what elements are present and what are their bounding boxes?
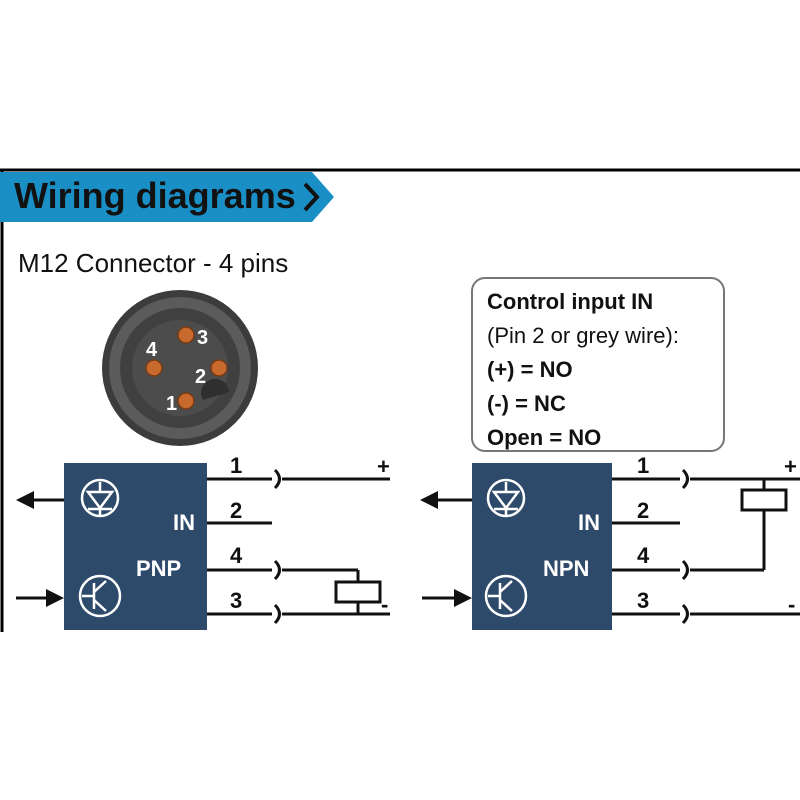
npn-pin-label: 4 <box>637 543 650 568</box>
arrow-left-icon <box>420 491 438 509</box>
pnp-load <box>334 580 382 604</box>
npn-minus-label: - <box>788 592 795 617</box>
npn-plus-label: + <box>784 454 797 479</box>
pin-4-contact <box>145 359 163 377</box>
pnp-minus-label: - <box>381 592 388 617</box>
transistor-icon <box>484 574 528 618</box>
control-box-line: (+) = NO <box>487 357 573 382</box>
pnp-in-label: IN <box>173 510 195 535</box>
npn-pin-label: 2 <box>637 498 649 523</box>
control-box-line: (-) = NC <box>487 391 566 416</box>
connector-title: M12 Connector - 4 pins <box>18 248 289 278</box>
npn-pin-label: 1 <box>637 453 649 478</box>
pnp-pin-label: 1 <box>230 453 242 478</box>
pin-3-contact <box>177 326 195 344</box>
pnp-type-label: PNP <box>136 556 181 581</box>
connector-pin-label: 1 <box>166 393 177 415</box>
npn-pin-label: 3 <box>637 588 649 613</box>
diode-icon <box>486 478 526 518</box>
pnp-wiring: IN PNP 1 2 4 3 + - <box>16 453 390 630</box>
npn-in-label: IN <box>578 510 600 535</box>
control-box-line: Open = NO <box>487 425 602 450</box>
npn-type-label: NPN <box>543 556 589 581</box>
connector-pin-label: 2 <box>195 366 206 388</box>
arrow-right-icon <box>454 589 472 607</box>
header-banner <box>0 172 334 222</box>
connector-pin-label: 4 <box>146 339 158 361</box>
transistor-icon <box>78 574 122 618</box>
npn-load <box>740 488 788 512</box>
pnp-pin-label: 2 <box>230 498 242 523</box>
pnp-pin-label: 3 <box>230 588 242 613</box>
connector-pin-label: 3 <box>197 327 208 349</box>
pnp-plus-label: + <box>377 454 390 479</box>
arrow-left-icon <box>16 491 34 509</box>
pin-2-contact <box>210 359 228 377</box>
npn-sensor-body <box>472 463 612 630</box>
pin-1-contact <box>177 392 195 410</box>
control-input-box: Control input IN (Pin 2 or grey wire): (… <box>471 277 725 452</box>
chevron-right-icon <box>303 182 320 212</box>
control-box-subtitle: (Pin 2 or grey wire): <box>487 323 679 348</box>
arrow-right-icon <box>46 589 64 607</box>
control-box-title: Control input IN <box>487 289 654 314</box>
header-title: Wiring diagrams <box>14 175 296 216</box>
m12-connector: 3 4 2 1 <box>102 290 258 446</box>
npn-wiring: IN NPN 1 2 4 3 + - <box>420 453 800 630</box>
pnp-pin-label: 4 <box>230 543 243 568</box>
diode-icon <box>80 478 120 518</box>
